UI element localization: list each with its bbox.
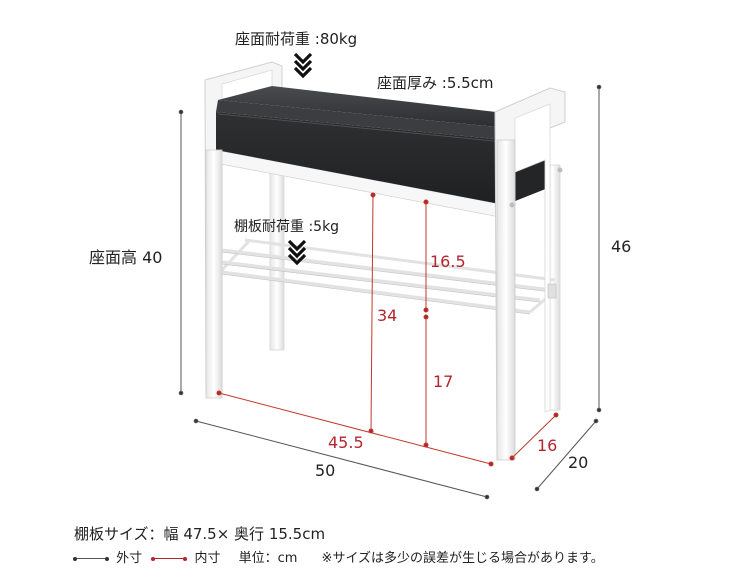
total-width-value: 50 xyxy=(315,461,336,480)
total-width-line xyxy=(195,420,488,498)
outer-dimension-lines xyxy=(178,84,602,500)
right-armrest-frame xyxy=(494,87,566,461)
under-seat-height-value: 34 xyxy=(377,306,398,325)
tolerance-note: ※サイズは多少の誤差が生じる場合があります。 xyxy=(321,551,604,566)
inner-dimension-legend-swatch xyxy=(151,556,188,561)
front-left-leg xyxy=(205,149,223,399)
legend-inner-label: 内寸 xyxy=(194,551,221,566)
shelf-to-floor-value: 17 xyxy=(433,372,454,391)
seat-to-shelf-value: 16.5 xyxy=(430,252,466,271)
inner-dimension-lines xyxy=(216,192,559,467)
total-depth-value: 20 xyxy=(568,453,589,472)
inner-depth-line xyxy=(511,414,557,459)
seat-load-label: 座面耐荷重 :80kg xyxy=(235,30,358,48)
seat-height-label: 座面高 40 xyxy=(89,248,163,267)
double-chevron-down-icon xyxy=(287,239,307,266)
legend-row: 外寸 内寸 単位：cm ※サイズは多少の誤差が生じる場合があります。 xyxy=(73,547,604,566)
shelf-load-label: 棚板耐荷重 :5kg xyxy=(234,219,340,235)
total-depth-line xyxy=(536,420,597,490)
seat-height-top-dot xyxy=(178,109,184,115)
total-height-value: 46 xyxy=(611,237,632,256)
legend-outer-label: 外寸 xyxy=(116,551,143,566)
seat-height-bottom-dot xyxy=(178,390,184,396)
double-chevron-down-icon xyxy=(293,52,313,79)
under-seat-height-line xyxy=(370,194,374,432)
inner-depth-value: 16 xyxy=(537,436,558,455)
inner-width-value: 45.5 xyxy=(328,433,364,452)
unit-label: 単位：cm xyxy=(238,551,298,566)
back-left-leg xyxy=(269,169,285,351)
seat-thickness-label: 座面厚み :5.5cm xyxy=(377,74,494,92)
inner-width-line xyxy=(218,392,492,465)
shelf-size-text: 棚板サイズ：幅 47.5× 奥行 15.5cm xyxy=(74,525,326,543)
outer-dimension-legend-swatch xyxy=(73,556,109,561)
